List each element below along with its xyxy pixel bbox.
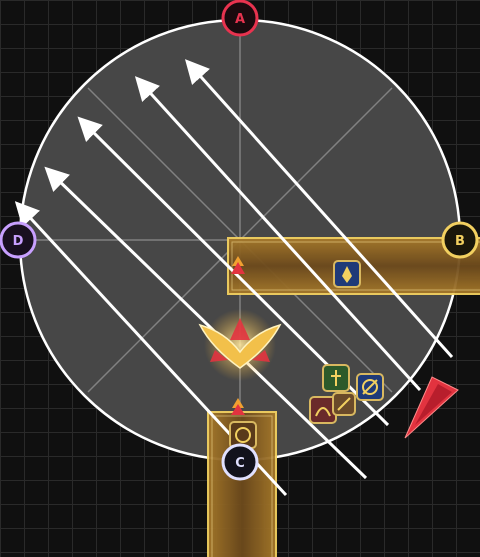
- arrow: [184, 59, 454, 359]
- stack-blue-job: [356, 373, 384, 401]
- beam-bottom-job: [229, 421, 257, 449]
- waymark-a-label: A: [235, 12, 245, 27]
- waymark-b-icon: B: [441, 221, 479, 259]
- stack-green-job: [322, 364, 350, 392]
- waymark-c-icon: C: [221, 443, 259, 481]
- beam-top-job: [333, 260, 361, 288]
- waymark-b-label: B: [455, 234, 465, 249]
- waymark-d-label: D: [13, 234, 24, 249]
- boss-marker-icon: [198, 309, 282, 381]
- tether-markers: [231, 256, 245, 415]
- stack-red-job: [309, 392, 356, 424]
- waymark-a-icon: A: [221, 0, 259, 37]
- red-blade-icon: [404, 376, 459, 439]
- waymark-d-icon: D: [0, 221, 37, 259]
- arrow: [134, 76, 422, 392]
- waymark-c-label: C: [235, 456, 245, 471]
